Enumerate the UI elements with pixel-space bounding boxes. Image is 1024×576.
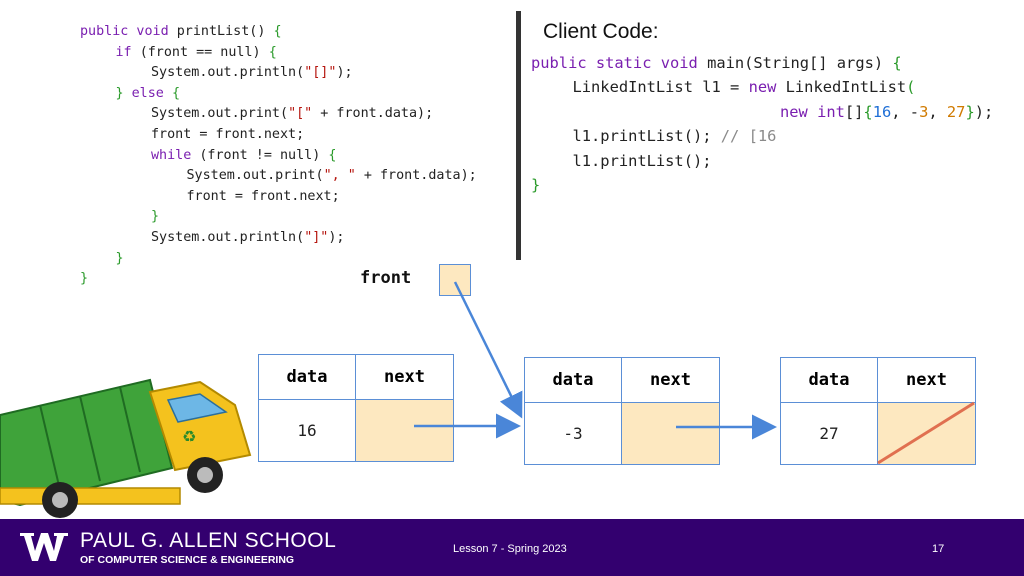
code-token: System.out.print( bbox=[186, 168, 324, 184]
code-token: LinkedIntList bbox=[785, 78, 907, 97]
code-token: , - bbox=[891, 102, 920, 121]
code-token: + front.data); bbox=[312, 106, 434, 122]
code-line: l1.printList(); // [16 bbox=[531, 124, 993, 148]
code-line: } else { bbox=[80, 84, 477, 105]
code-line: } bbox=[80, 249, 477, 270]
node-data-value: 16 bbox=[259, 400, 356, 461]
code-line: System.out.print(", " + front.data); bbox=[80, 166, 477, 187]
node-data-header: data bbox=[781, 358, 878, 402]
code-token: public static void bbox=[531, 54, 708, 72]
code-line: System.out.println("[]"); bbox=[80, 63, 477, 84]
code-token: "[" bbox=[288, 106, 313, 122]
code-line: System.out.print("[" + front.data); bbox=[80, 104, 477, 125]
client-code-title: Client Code: bbox=[543, 20, 659, 43]
code-token: , bbox=[928, 102, 947, 121]
code-token: { bbox=[273, 24, 282, 39]
code-token: { bbox=[863, 102, 873, 121]
null-slash bbox=[877, 401, 975, 465]
code-token: [] bbox=[844, 102, 864, 121]
code-token: main(String[] args) bbox=[707, 54, 893, 72]
code-line: new int[]{16, -3, 27}); bbox=[531, 100, 993, 124]
code-line: l1.printList(); bbox=[531, 149, 993, 173]
code-line: } bbox=[531, 173, 993, 197]
code-token: + front.data); bbox=[355, 168, 477, 184]
node-next-header: next bbox=[384, 367, 425, 387]
code-token: } bbox=[965, 102, 975, 121]
code-token: } bbox=[531, 175, 541, 194]
code-token: { bbox=[328, 147, 337, 163]
front-pointer-box bbox=[439, 264, 471, 296]
code-token: } bbox=[115, 250, 124, 266]
code-token: System.out.println( bbox=[151, 65, 305, 81]
code-token: { bbox=[892, 54, 902, 72]
footer-bar: PAUL G. ALLEN SCHOOL OF COMPUTER SCIENCE… bbox=[0, 519, 1024, 576]
code-token: { bbox=[268, 44, 277, 60]
code-token: 27 bbox=[946, 102, 966, 121]
code-token: if bbox=[115, 44, 140, 60]
code-token: ); bbox=[328, 229, 345, 245]
node-data-header: data bbox=[259, 355, 356, 399]
code-token: ", " bbox=[323, 168, 356, 184]
code-line: while (front != null) { bbox=[80, 146, 477, 167]
code-token: printList() bbox=[176, 24, 274, 39]
code-token: ); bbox=[974, 102, 994, 121]
node-data-header: data bbox=[525, 358, 622, 402]
code-token: System.out.println( bbox=[151, 229, 305, 245]
code-token: while bbox=[151, 147, 200, 163]
code-token: } bbox=[115, 85, 132, 101]
department-name: OF COMPUTER SCIENCE & ENGINEERING bbox=[80, 554, 295, 566]
svg-text:♻: ♻ bbox=[182, 427, 196, 446]
code-line: } bbox=[80, 207, 477, 228]
code-line: public static void main(String[] args) { bbox=[531, 51, 993, 75]
code-token: "[]" bbox=[304, 65, 337, 81]
front-label: front bbox=[360, 268, 412, 288]
code-token: { bbox=[171, 85, 180, 101]
code-token: } bbox=[151, 209, 160, 225]
node-data-value: -3 bbox=[525, 403, 622, 464]
code-token: (front == null) bbox=[139, 44, 269, 60]
school-name: PAUL G. ALLEN SCHOOL bbox=[80, 529, 337, 552]
code-token: System.out.print( bbox=[151, 106, 289, 122]
code-token: 3 bbox=[919, 102, 929, 121]
client-code-block: public static void main(String[] args) {… bbox=[531, 51, 993, 197]
node-data-value: 27 bbox=[781, 403, 878, 464]
lesson-label: Lesson 7 - Spring 2023 bbox=[453, 543, 567, 555]
code-token: else bbox=[131, 85, 172, 101]
code-token: front = front.next; bbox=[151, 126, 305, 142]
garbage-truck-icon: ♻ bbox=[0, 378, 252, 518]
list-node-2: data next -3 bbox=[524, 357, 720, 465]
code-token: new bbox=[748, 78, 786, 97]
node-next-field bbox=[622, 403, 719, 464]
code-token: LinkedIntList l1 = bbox=[572, 78, 749, 97]
code-token: l1.printList(); bbox=[572, 151, 712, 170]
node-next-field bbox=[356, 400, 453, 461]
code-line: front = front.next; bbox=[80, 187, 477, 208]
uw-w-logo-icon bbox=[20, 533, 68, 561]
front-arrow bbox=[453, 281, 523, 419]
code-token: (front != null) bbox=[199, 147, 329, 163]
code-line: front = front.next; bbox=[80, 125, 477, 146]
code-line: LinkedIntList l1 = new LinkedIntList( bbox=[531, 75, 993, 99]
code-line: } bbox=[80, 269, 477, 290]
printlist-method-code: public void printList() {if (front == nu… bbox=[80, 22, 477, 290]
code-token: l1.printList(); bbox=[572, 127, 721, 146]
code-line: public void printList() { bbox=[80, 22, 477, 43]
list-node-1: data next 16 bbox=[258, 354, 454, 462]
code-token: "]" bbox=[304, 229, 329, 245]
code-line: System.out.println("]"); bbox=[80, 228, 477, 249]
code-token: front = front.next; bbox=[186, 188, 340, 204]
code-line: if (front == null) { bbox=[80, 43, 477, 64]
code-token: ( bbox=[906, 78, 916, 97]
code-token: } bbox=[80, 271, 89, 287]
node-next-header: next bbox=[650, 370, 691, 390]
node-next-header: next bbox=[906, 370, 947, 390]
page-number: 17 bbox=[932, 543, 945, 555]
code-token: public void bbox=[80, 24, 177, 39]
code-token: ); bbox=[336, 65, 353, 81]
code-token: new int bbox=[780, 102, 845, 121]
code-token: 16 bbox=[872, 102, 892, 121]
vertical-divider bbox=[516, 11, 521, 260]
code-token: // [16 bbox=[720, 127, 777, 146]
